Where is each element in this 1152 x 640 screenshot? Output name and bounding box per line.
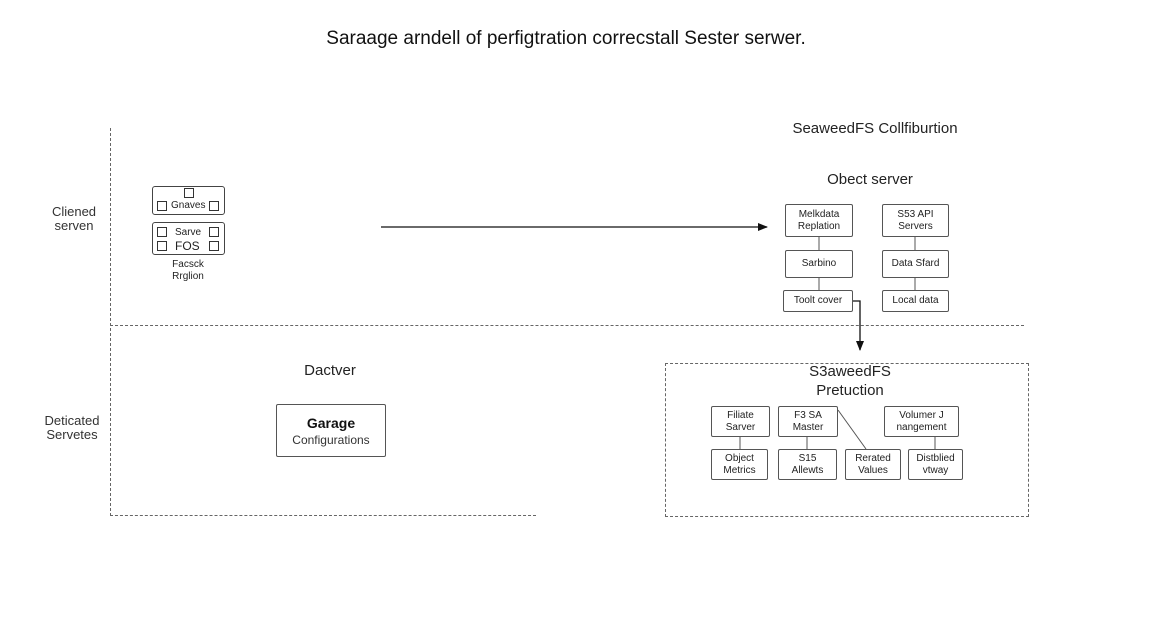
checkbox-icon xyxy=(157,227,167,237)
client-widget-caption-line2: Rrglion xyxy=(172,271,204,282)
f3-sa-master-box: F3 SA Master xyxy=(778,406,838,437)
box-line: vtway xyxy=(922,464,949,476)
box-line: S53 API xyxy=(897,208,934,220)
lane-label-dedicated-line2: Servetes xyxy=(46,427,98,442)
filiate-server-box: Filiate Sarver xyxy=(711,406,770,437)
client-widget-top: Gnaves xyxy=(152,186,225,215)
master-to-related-connector xyxy=(837,409,867,450)
dactver-heading: Dactver xyxy=(304,362,356,379)
lane-label-client: Cliened serven xyxy=(36,205,112,233)
lane-left-border xyxy=(110,128,111,516)
box-line: Replation xyxy=(797,220,841,232)
checkbox-icon xyxy=(209,241,219,251)
box-line: Local data xyxy=(892,295,939,306)
seaweed-production-heading-line2: Pretuction xyxy=(816,382,884,399)
client-widget-label-3: FOS xyxy=(175,239,200,253)
box-line: Rerated xyxy=(855,452,891,464)
metadata-replication-box: Melkdata Replation xyxy=(785,204,853,237)
lane-bottom-border xyxy=(110,515,536,516)
box-line: Sarbino xyxy=(801,258,837,269)
distributed-gateway-box: Distblied vtway xyxy=(908,449,963,480)
s15-alerts-box: S15 Allewts xyxy=(778,449,837,480)
checkbox-icon xyxy=(209,201,219,211)
lane-label-client-line2: serven xyxy=(54,218,94,233)
client-widget-caption: Facsck Rrglion xyxy=(150,259,226,283)
object-metrics-box: Object Metrics xyxy=(711,449,768,480)
local-data-box: Local data xyxy=(882,290,949,312)
box-line: Metrics xyxy=(723,464,756,476)
toolcover-to-production-arrow xyxy=(853,300,864,351)
box-line: S15 xyxy=(798,452,817,464)
checkbox-icon xyxy=(184,188,194,198)
box-line: Values xyxy=(858,464,888,476)
seaweed-production-group xyxy=(665,363,1029,517)
box-line: Volumer J xyxy=(899,409,944,421)
s3-api-servers-box: S53 API Servers xyxy=(882,204,949,237)
seaweed-production-heading: S3aweedFS Pretuction xyxy=(780,362,920,400)
data-shard-box: Data Sfard xyxy=(882,250,949,278)
box-line: F3 SA xyxy=(794,409,822,421)
checkbox-icon xyxy=(157,201,167,211)
volume-management-box: Volumer J nangement xyxy=(884,406,959,437)
related-values-box: Rerated Values xyxy=(845,449,901,480)
client-widget-caption-line1: Facsck xyxy=(172,259,204,270)
box-line: Sarver xyxy=(725,421,756,433)
box-line: Toolt cover xyxy=(793,295,843,306)
box-line: Data Sfard xyxy=(891,258,940,269)
client-widget-label-1: Gnaves xyxy=(171,200,206,211)
box-line: Object xyxy=(725,452,754,464)
box-line: nangement xyxy=(896,421,947,433)
sarbino-box: Sarbino xyxy=(785,250,853,278)
box-line: Servers xyxy=(898,220,933,232)
garage-subtitle: Configurations xyxy=(292,432,370,447)
garage-title: Garage xyxy=(306,414,356,431)
box-line: Distblied xyxy=(916,452,955,464)
seaweed-config-heading: SeaweedFS Collfiburtion xyxy=(792,120,958,137)
box-line: Melkdata xyxy=(798,208,840,220)
lane-label-client-line1: Cliened xyxy=(51,204,97,219)
lane-divider xyxy=(110,325,1024,326)
lane-label-dedicated-line1: Deticated xyxy=(44,413,100,428)
lane-label-dedicated: Deticated Servetes xyxy=(32,414,112,442)
tool-cover-box: Toolt cover xyxy=(783,290,853,312)
client-widget-bottom: Sarve FOS xyxy=(152,222,225,255)
diagram-title: Saraage arndell of perfigtration correcs… xyxy=(326,28,806,49)
garage-configurations-box: Garage Configurations xyxy=(276,404,386,457)
box-line: Master xyxy=(792,421,824,433)
box-line: Allewts xyxy=(791,464,824,476)
seaweed-production-heading-line1: S3aweedFS xyxy=(809,363,891,380)
checkbox-icon xyxy=(157,241,167,251)
object-server-heading: Obect server xyxy=(827,171,913,188)
checkbox-icon xyxy=(209,227,219,237)
client-widget-label-2: Sarve xyxy=(175,227,202,238)
box-line: Filiate xyxy=(727,409,754,421)
